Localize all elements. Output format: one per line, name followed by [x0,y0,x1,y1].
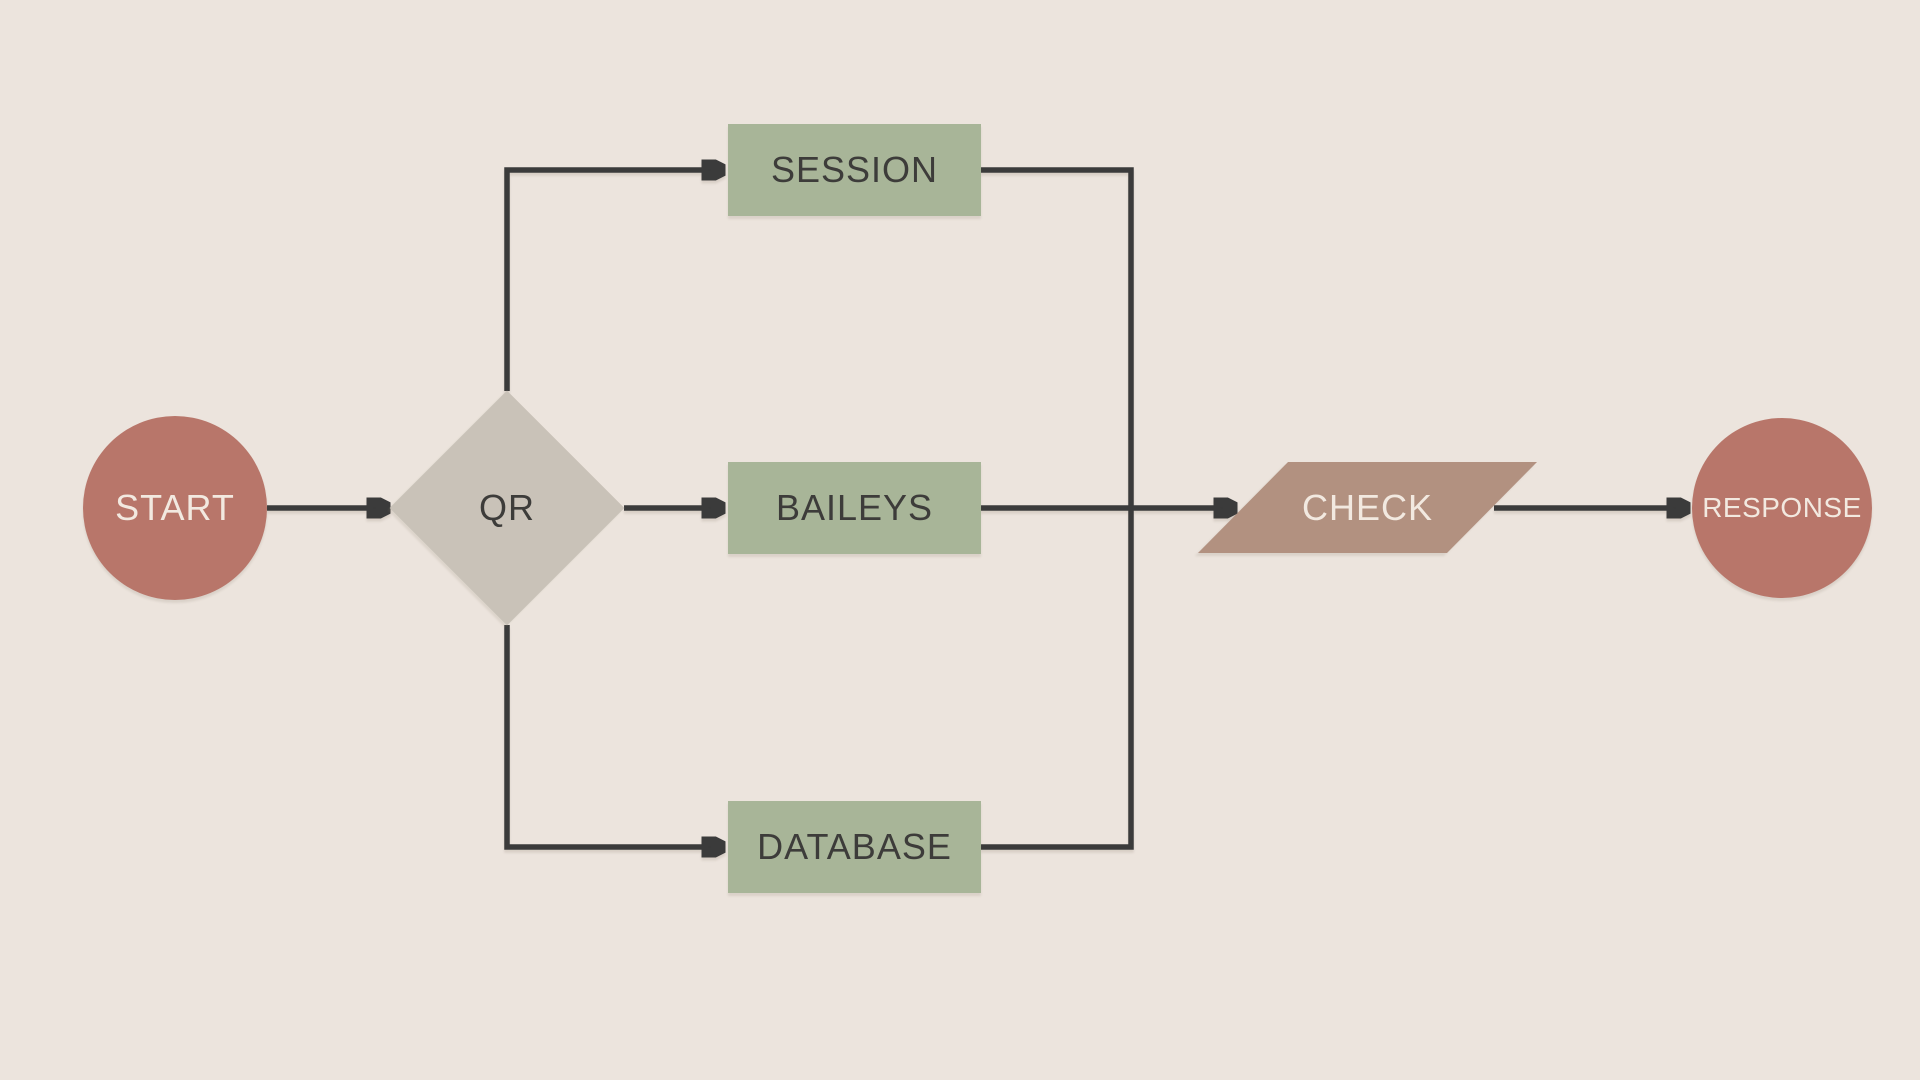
qr-decision-node: QR [389,390,625,626]
baileys-node: BAILEYS [728,462,981,554]
database-node-label: DATABASE [757,826,952,867]
session-node: SESSION [728,124,981,216]
database-node: DATABASE [728,801,981,893]
start-node-label: START [115,487,235,528]
edge-qr-session [504,170,724,391]
start-node: START [83,416,267,600]
response-node-label: RESPONSE [1702,492,1862,523]
edge-qr-database [504,625,724,847]
qr-node-label: QR [479,487,535,528]
check-node-label: CHECK [1301,486,1434,528]
session-node-label: SESSION [770,149,939,190]
check-node: CHECK [1197,462,1538,553]
response-node: RESPONSE [1692,418,1872,598]
baileys-node-label: BAILEYS [775,487,934,528]
